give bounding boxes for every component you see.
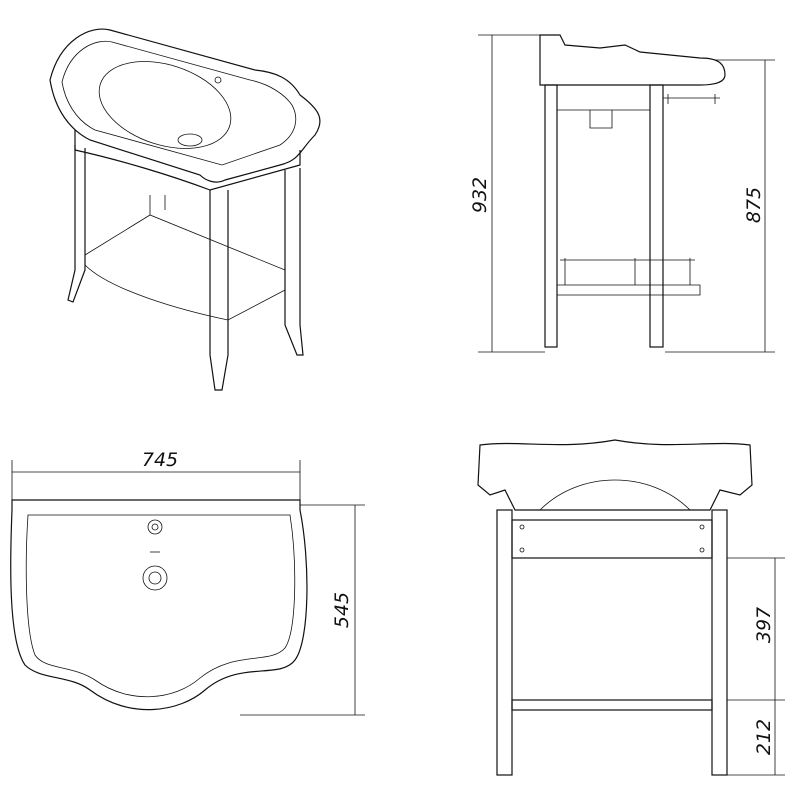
- iso-shelf: [84, 214, 286, 321]
- side-basin: [539, 34, 726, 86]
- top-view: 745 545: [10, 449, 365, 716]
- iso-tap-hole: [214, 76, 222, 84]
- side-towel-bar: [663, 94, 720, 104]
- iso-leg-front-left: [209, 190, 229, 391]
- top-drain: [142, 565, 168, 591]
- front-shelf-rail: [511, 699, 713, 711]
- dim-label-745: 745: [142, 449, 178, 471]
- isometric-view: [49, 28, 321, 391]
- side-siphon: [557, 109, 650, 129]
- front-basin: [477, 439, 753, 511]
- side-shelf: [557, 258, 701, 296]
- iso-leg-back-left: [67, 145, 86, 303]
- dim-label-545: 545: [331, 592, 353, 628]
- front-apron: [511, 519, 713, 559]
- top-tap-hole: [147, 519, 163, 535]
- top-basin-inner: [25, 514, 296, 698]
- front-view: 397 212: [477, 439, 785, 776]
- iso-bowl: [98, 61, 232, 149]
- front-leg-left: [496, 509, 513, 776]
- dim-label-397: 397: [753, 607, 775, 643]
- side-view: 932 875: [469, 34, 775, 353]
- side-leg-back: [544, 84, 558, 348]
- dim-label-875: 875: [743, 187, 765, 223]
- iso-basin-rim: [61, 40, 297, 166]
- iso-leg-front-right: [284, 168, 304, 356]
- top-basin-outline: [10, 499, 308, 711]
- dim-label-212: 212: [753, 719, 775, 755]
- front-leg-right: [711, 509, 728, 776]
- front-bowl-underside: [539, 479, 691, 511]
- iso-drain: [177, 133, 203, 147]
- iso-back-rail: [149, 195, 166, 215]
- dim-label-932: 932: [469, 177, 491, 213]
- side-leg-front: [649, 84, 664, 348]
- iso-basin-top: [49, 28, 321, 183]
